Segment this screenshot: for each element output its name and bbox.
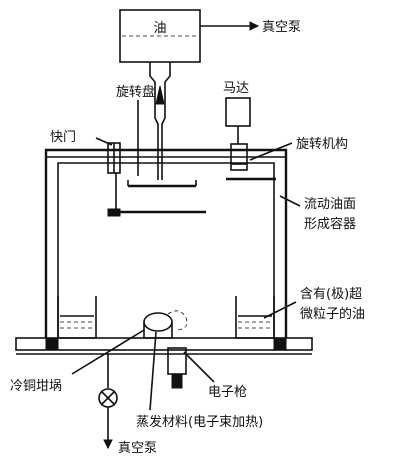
electron-gun-label: 电子枪 <box>208 384 247 400</box>
oil-reservoir: 油 <box>119 9 201 63</box>
rotating-disk: 旋转盘 <box>116 84 197 188</box>
flowing-oil-surface-label-2: 形成容器 <box>304 216 356 232</box>
rotating-mechanism: 旋转机构 <box>226 137 348 181</box>
motor-label: 马达 <box>223 81 249 96</box>
right-oil-trough: 含有(极)超 微粒子的油 <box>235 286 365 339</box>
top-vacuum-outlet: 真空泵 <box>200 20 301 35</box>
oil-label: 油 <box>153 21 166 36</box>
electron-gun: 电子枪 <box>167 347 247 400</box>
base-plate <box>15 337 313 355</box>
oil-feed-tube <box>149 62 171 180</box>
oil-with-particles-label-1: 含有(极)超 <box>300 286 362 302</box>
rotating-disk-label: 旋转盘 <box>116 84 155 100</box>
rotating-mechanism-label: 旋转机构 <box>296 137 348 152</box>
flowing-oil-surface-label-1: 流动油面 <box>304 197 356 212</box>
shutter: 快门 <box>50 130 206 217</box>
bottom-vacuum-line: 真空泵 <box>98 354 157 456</box>
cold-copper-crucible-callout: 冷铜坩埚 <box>10 329 145 394</box>
vacuum-pump-top-label: 真空泵 <box>262 20 301 35</box>
vacuum-pump-bottom-label: 真空泵 <box>118 441 157 456</box>
motor: 马达 <box>223 81 251 144</box>
oil-surface-container-callout: 流动油面 形成容器 <box>279 195 356 232</box>
oil-with-particles-label-2: 微粒子的油 <box>300 306 365 322</box>
left-oil-trough <box>57 296 97 339</box>
evaporation-material-label: 蒸发材料(电子束加热) <box>136 414 263 430</box>
cold-copper-crucible-label: 冷铜坩埚 <box>10 379 62 394</box>
crucible <box>143 310 188 339</box>
shutter-label: 快门 <box>50 130 76 145</box>
vacuum-chamber <box>44 148 288 338</box>
evaporation-material-callout: 蒸发材料(电子束加热) <box>136 331 263 430</box>
